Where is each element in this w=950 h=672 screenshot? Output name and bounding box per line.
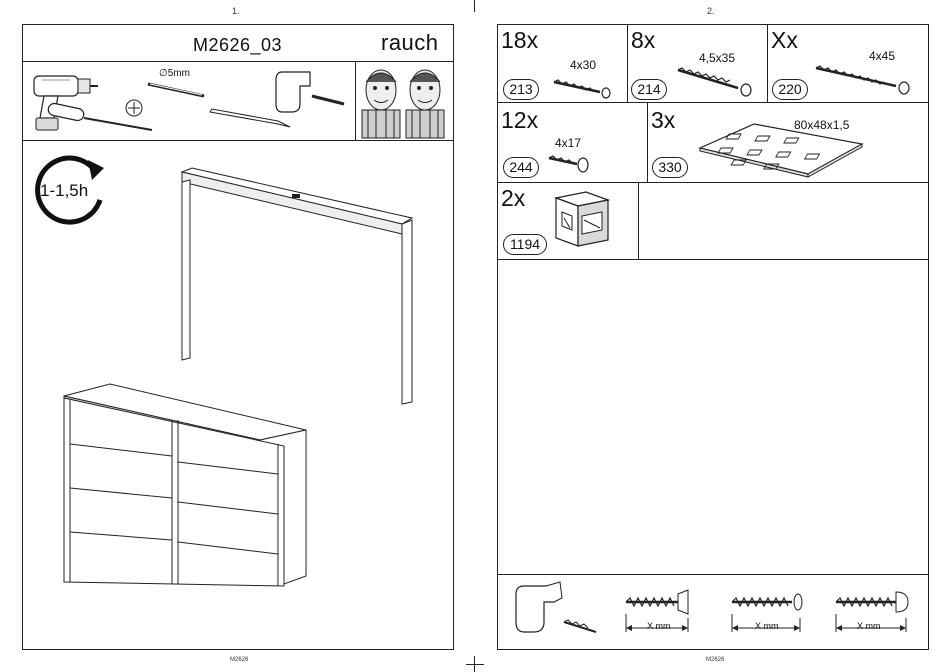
- part-dimension: 4,5x35: [699, 51, 735, 65]
- part-qty: Xx: [771, 27, 798, 54]
- page-number-left: 1.: [232, 6, 240, 16]
- drill-bit-label: ∅5mm: [159, 68, 190, 79]
- part-dimension: 4x17: [555, 136, 581, 150]
- brand-logo: rauch: [381, 30, 439, 56]
- bracket-icon: [272, 68, 348, 116]
- divider: [497, 259, 929, 260]
- divider: [22, 61, 454, 62]
- part-number-badge: 220: [772, 79, 808, 100]
- divider: [497, 574, 929, 575]
- assembler-person-icon: [404, 64, 446, 138]
- part-dimension: 4x45: [869, 49, 895, 63]
- divider: [497, 182, 929, 183]
- divider: [647, 102, 648, 182]
- part-qty: 3x: [651, 107, 675, 134]
- crop-mark-bottom-h: [466, 664, 484, 665]
- model-code: M2626_03: [193, 35, 282, 56]
- measure-label: X mm: [647, 621, 671, 631]
- part-number-badge: 330: [652, 157, 688, 178]
- phillips-head-icon: [124, 98, 144, 118]
- bracket-with-screw-icon: [512, 580, 602, 640]
- divider: [627, 24, 628, 102]
- divider: [638, 182, 639, 259]
- part-number-badge: 244: [503, 157, 539, 178]
- part-number-badge: 214: [631, 79, 667, 100]
- part-number-badge: 1194: [503, 234, 547, 255]
- screw-icon: [547, 152, 591, 176]
- measure-label: X mm: [755, 621, 779, 631]
- wardrobe-top-frame: [180, 168, 416, 404]
- screw-icon: [814, 64, 914, 98]
- divider: [767, 24, 768, 102]
- footer-code-left: M2626: [230, 657, 248, 663]
- time-estimate: 1-1,5h: [40, 181, 88, 201]
- footer-code-right: M2626: [706, 657, 724, 663]
- part-dimension: 4x30: [570, 58, 596, 72]
- divider: [355, 61, 356, 140]
- right-page-frame: [497, 24, 929, 650]
- divider: [22, 140, 454, 141]
- clip-bracket-icon: [552, 190, 612, 252]
- connector-plate-icon: [696, 122, 866, 178]
- part-number-badge: 213: [503, 79, 539, 100]
- part-qty: 18x: [501, 27, 538, 54]
- part-qty: 12x: [501, 107, 538, 134]
- wardrobe-body: [58, 384, 310, 594]
- screw-icon: [676, 66, 756, 98]
- assembler-person-icon: [360, 64, 402, 138]
- part-qty: 8x: [631, 27, 655, 54]
- part-qty: 2x: [501, 185, 525, 212]
- measure-label: X mm: [857, 621, 881, 631]
- screw-icon: [552, 76, 614, 98]
- divider: [497, 102, 929, 103]
- page-number-right: 2.: [707, 6, 715, 16]
- crop-mark-top: [474, 0, 475, 12]
- drill-bit-icon: [146, 80, 208, 100]
